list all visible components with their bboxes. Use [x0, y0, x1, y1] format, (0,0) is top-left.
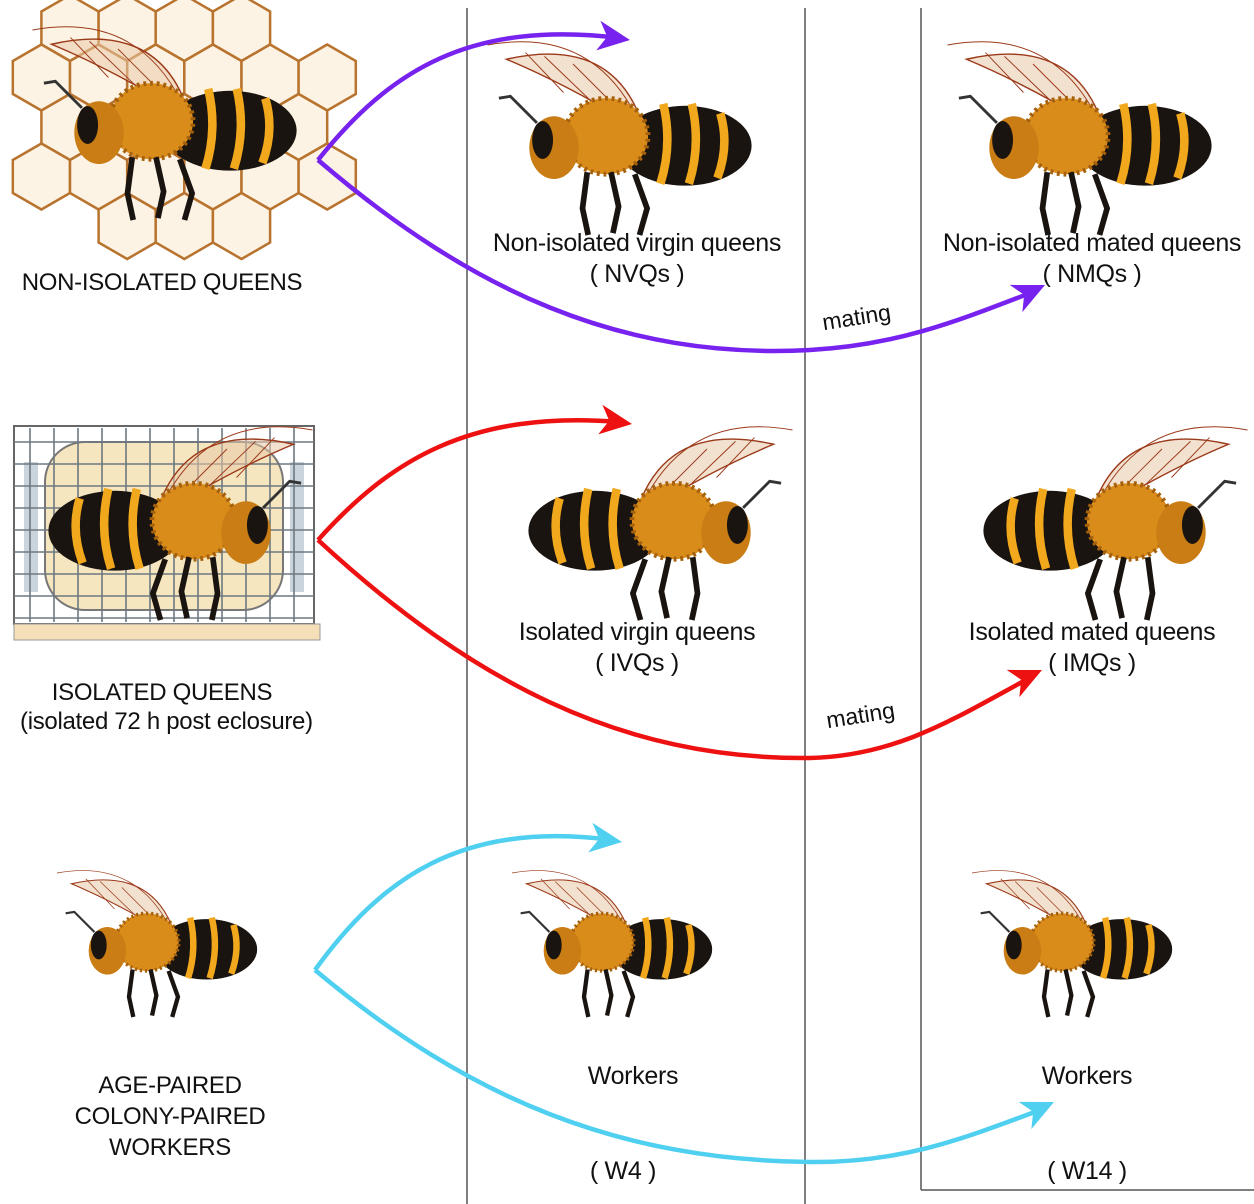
- nmq-bee-image: [948, 42, 1212, 235]
- ivq-bee-image: [528, 427, 792, 620]
- imq-bee-image: [983, 427, 1247, 620]
- nvq-label: Non-isolated virgin queens ( NVQs ): [478, 228, 796, 289]
- nvq-bee-image: [488, 42, 752, 235]
- nmq-label: Non-isolated mated queens ( NMQs ): [932, 228, 1252, 289]
- w14-name: Workers: [932, 1061, 1242, 1092]
- worker-arrows: [315, 836, 1040, 1162]
- non-isolated-queens-label: NON-ISOLATED QUEENS: [20, 268, 304, 297]
- isolated-queens-subtext: (isolated 72 h post eclosure): [20, 707, 304, 736]
- imq-name: Isolated mated queens: [932, 617, 1252, 648]
- nmq-code: ( NMQs ): [932, 259, 1252, 290]
- w4-label: Workers: [478, 1061, 788, 1092]
- w14-code: ( W14 ): [932, 1156, 1242, 1187]
- workers-group-text: WORKERS: [40, 1132, 300, 1163]
- ivq-label: Isolated virgin queens ( IVQs ): [478, 617, 796, 678]
- nmq-name: Non-isolated mated queens: [932, 228, 1252, 259]
- w14-label: Workers: [932, 1061, 1242, 1092]
- isolated-queens-text: ISOLATED QUEENS: [20, 678, 304, 707]
- w4-name: Workers: [478, 1061, 788, 1092]
- non-isolated-arrows: [318, 34, 1038, 351]
- w4-code: ( W4 ): [478, 1156, 768, 1187]
- workers-group-label: AGE-PAIRED COLONY-PAIRED WORKERS: [40, 1070, 300, 1164]
- w4-code-label: ( W4 ): [478, 1156, 768, 1187]
- imq-code: ( IMQs ): [932, 648, 1252, 679]
- non-isolated-queens-text: NON-ISOLATED QUEENS: [20, 268, 304, 297]
- colony-paired-text: COLONY-PAIRED: [40, 1101, 300, 1132]
- age-paired-text: AGE-PAIRED: [40, 1070, 300, 1101]
- isolated-queens-label: ISOLATED QUEENS (isolated 72 h post eclo…: [20, 678, 304, 737]
- worker-image-left: [57, 871, 257, 1017]
- arrowhead-w14: [1019, 1088, 1061, 1129]
- w14-bee-image: [972, 871, 1172, 1017]
- ivq-code: ( IVQs ): [478, 648, 796, 679]
- nvq-name: Non-isolated virgin queens: [478, 228, 796, 259]
- ivq-name: Isolated virgin queens: [478, 617, 796, 648]
- w4-bee-image: [512, 871, 712, 1017]
- imq-label: Isolated mated queens ( IMQs ): [932, 617, 1252, 678]
- nvq-code: ( NVQs ): [478, 259, 796, 290]
- w14-code-label: ( W14 ): [932, 1156, 1242, 1187]
